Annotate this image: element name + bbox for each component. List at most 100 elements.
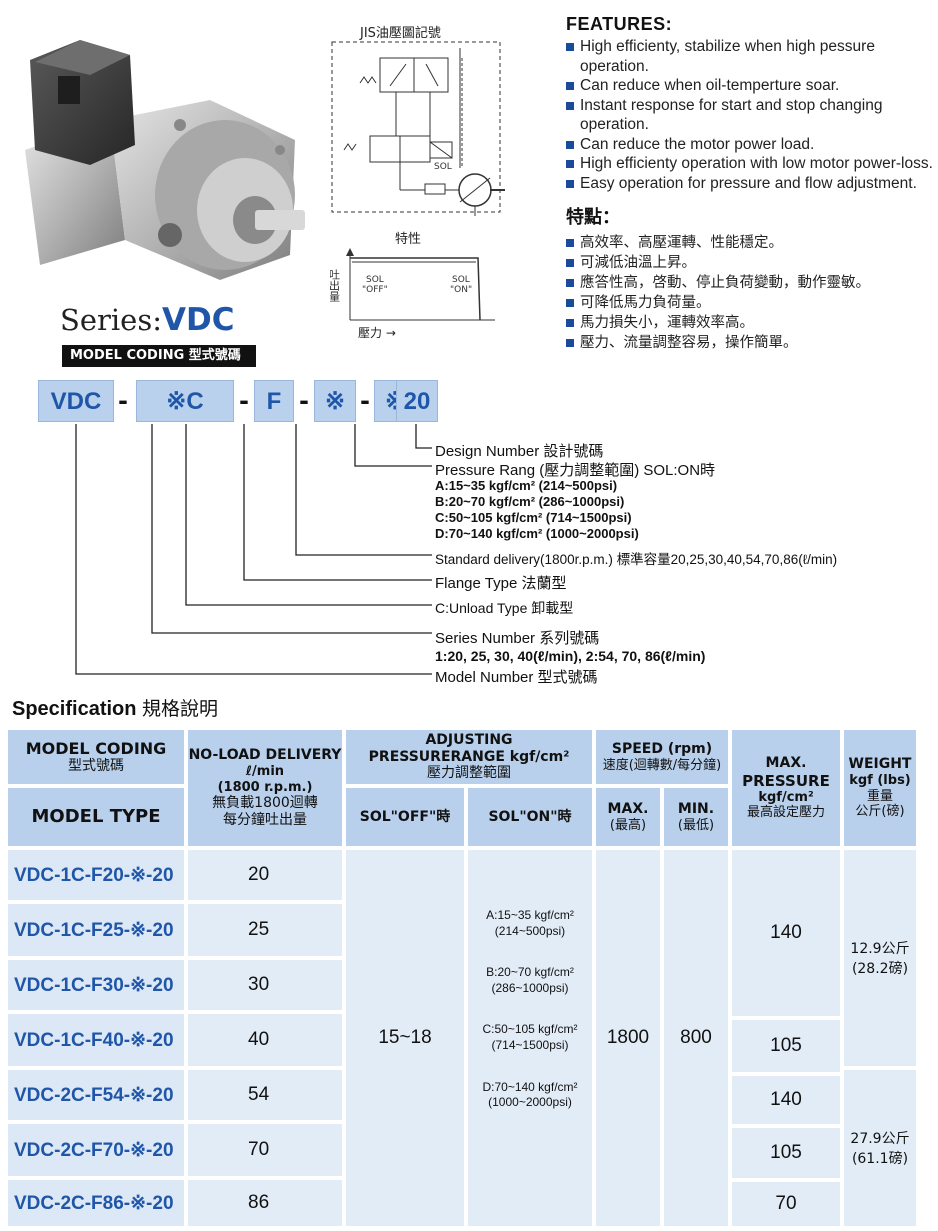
hydraulic-symbol-diagram: SOL bbox=[330, 38, 505, 218]
model-number-text: Model Number 型式號碼 bbox=[435, 669, 598, 686]
feature-item: High efficienty operation with low motor… bbox=[566, 154, 938, 174]
series-detail-text: 1:20, 25, 30, 40(ℓ/min), 2:54, 70, 86(ℓ/… bbox=[435, 648, 706, 664]
series-heading: Series:VDC bbox=[60, 302, 234, 338]
series-number-text: Series Number 系列號碼 bbox=[435, 630, 600, 647]
sol-on-psi-a: (214~500psi) bbox=[494, 923, 566, 938]
cell-speed-min: 800 bbox=[662, 848, 730, 1228]
pump-photo bbox=[20, 30, 320, 290]
code-box-vdc: VDC bbox=[38, 380, 114, 422]
code-dash: - bbox=[239, 387, 249, 415]
features-zh-title: 特點： bbox=[566, 207, 620, 228]
sol-label: SOL bbox=[434, 162, 452, 172]
design-number-text: Design Number 設計號碼 bbox=[435, 443, 604, 460]
cell-max-pressure: 70 bbox=[730, 1180, 842, 1228]
code-dash: - bbox=[360, 387, 370, 415]
sol-on-range-b: B:20~70 kgf/cm² bbox=[486, 965, 574, 980]
table-row-model: VDC-2C-F86-※-20 bbox=[6, 1178, 186, 1228]
code-box-design: 20 bbox=[396, 380, 438, 422]
feature-item: High efficienty, stabilize when high pes… bbox=[566, 37, 938, 76]
chart-sol-on: SOL bbox=[452, 275, 470, 285]
feature-zh-item: 壓力、流量調整容易，操作簡單。 bbox=[566, 333, 938, 353]
chart-sol-on-state: "ON" bbox=[450, 285, 472, 295]
pressure-b-text: B:20~70 kgf/cm² (286~1000psi) bbox=[435, 494, 625, 509]
specification-title-zh: 規格說明 bbox=[142, 698, 219, 720]
chart-sol-off: SOL bbox=[366, 275, 384, 285]
cell-delivery: 54 bbox=[186, 1068, 344, 1122]
header-model-coding: MODEL CODING 型式號碼 bbox=[6, 728, 186, 786]
table-row-model: VDC-2C-F70-※-20 bbox=[6, 1122, 186, 1178]
code-box-flange: F bbox=[254, 380, 294, 422]
cell-delivery: 25 bbox=[186, 902, 344, 958]
header-speed: SPEED (rpm) 速度(迴轉數/每分鐘) bbox=[594, 728, 730, 786]
feature-item: Can reduce the motor power load. bbox=[566, 135, 938, 155]
feature-zh-item: 可減低油溫上昇。 bbox=[566, 253, 938, 273]
unload-type-text: C:Unload Type 卸載型 bbox=[435, 600, 574, 616]
features-title: FEATURES: bbox=[566, 14, 673, 34]
cell-max-pressure: 105 bbox=[730, 1126, 842, 1180]
pressure-a-text: A:15~35 kgf/cm² (214~500psi) bbox=[435, 478, 618, 493]
specification-title: Specification 規格說明 bbox=[12, 698, 219, 720]
feature-item: Instant response for start and stop chan… bbox=[566, 96, 938, 135]
sol-on-psi-c: (714~1500psi) bbox=[491, 1037, 569, 1052]
standard-delivery-text: Standard delivery(1800r.p.m.) 標準容量20,25,… bbox=[435, 552, 838, 567]
chart-y-label: 吐出量 bbox=[330, 269, 341, 302]
feature-item: Easy operation for pressure and flow adj… bbox=[566, 174, 938, 194]
characteristic-chart: 吐出量 SOL "OFF" SOL "ON" 壓力 → bbox=[328, 244, 500, 340]
cell-delivery: 30 bbox=[186, 958, 344, 1012]
jis-symbol-title: JIS油壓圖記號 bbox=[360, 26, 441, 41]
code-box-delivery: ※ bbox=[314, 380, 356, 422]
header-no-load-delivery: NO-LOAD DELIVERY ℓ/min (1800 r.p.m.) 無負載… bbox=[186, 728, 344, 848]
table-row-model: VDC-1C-F25-※-20 bbox=[6, 902, 186, 958]
code-box-unload: ※C bbox=[136, 380, 234, 422]
code-dash: - bbox=[299, 387, 309, 415]
cell-sol-on: A:15~35 kgf/cm² (214~500psi) B:20~70 kgf… bbox=[466, 848, 594, 1228]
feature-item: Can reduce when oil-temperture soar. bbox=[566, 76, 938, 96]
cell-delivery: 70 bbox=[186, 1122, 344, 1178]
sol-on-range-d: D:70~140 kgf/cm² bbox=[482, 1079, 578, 1094]
cell-speed-max: 1800 bbox=[594, 848, 662, 1228]
cell-delivery: 40 bbox=[186, 1012, 344, 1068]
cell-weight-series-1: 12.9公斤 (28.2磅) bbox=[842, 848, 918, 1068]
header-max-pressure: MAX. PRESSURE kgf/cm² 最高設定壓力 bbox=[730, 728, 842, 848]
sol-on-psi-d: (1000~2000psi) bbox=[488, 1095, 572, 1110]
feature-zh-item: 可降低馬力負荷量。 bbox=[566, 293, 938, 313]
table-row-model: VDC-2C-F54-※-20 bbox=[6, 1068, 186, 1122]
feature-zh-item: 應答性高，啓動、停止負荷變動，動作靈敏。 bbox=[566, 273, 938, 293]
cell-max-pressure: 140 bbox=[730, 848, 842, 1018]
model-coding-bar: MODEL CODING 型式號碼 bbox=[62, 345, 256, 367]
cell-delivery: 86 bbox=[186, 1178, 344, 1228]
header-model-type: MODEL TYPE bbox=[6, 786, 186, 848]
header-sol-off: SOL"OFF"時 bbox=[344, 786, 466, 848]
feature-zh-item: 馬力損失小，運轉效率高。 bbox=[566, 313, 938, 333]
specification-table: MODEL CODING 型式號碼 MODEL TYPE NO-LOAD DEL… bbox=[6, 728, 918, 1228]
cell-sol-off: 15~18 bbox=[344, 848, 466, 1228]
header-sol-on: SOL"ON"時 bbox=[466, 786, 594, 848]
features-zh-list: 高效率、高壓運轉、性能穩定。 可減低油溫上昇。 應答性高，啓動、停止負荷變動，動… bbox=[566, 233, 938, 353]
cell-delivery: 20 bbox=[186, 848, 344, 902]
code-dash: - bbox=[118, 387, 128, 415]
series-name: VDC bbox=[161, 302, 235, 338]
features-section: FEATURES: High efficienty, stabilize whe… bbox=[566, 14, 938, 353]
sol-on-range-a: A:15~35 kgf/cm² bbox=[486, 908, 574, 922]
chart-x-label: 壓力 → bbox=[358, 326, 396, 340]
chart-sol-off-state: "OFF" bbox=[362, 285, 388, 295]
cell-weight-series-2: 27.9公斤 (61.1磅) bbox=[842, 1068, 918, 1228]
features-list: High efficienty, stabilize when high pes… bbox=[566, 37, 938, 193]
header-speed-max: MAX. (最高) bbox=[594, 786, 662, 848]
characteristic-title: 特性 bbox=[395, 232, 422, 247]
header-adjusting: ADJUSTING PRESSURERANGE kgf/cm² 壓力調整範圍 bbox=[344, 728, 594, 786]
pressure-c-text: C:50~105 kgf/cm² (714~1500psi) bbox=[435, 510, 632, 525]
flange-type-text: Flange Type 法蘭型 bbox=[435, 575, 567, 592]
cell-max-pressure: 105 bbox=[730, 1018, 842, 1074]
feature-zh-item: 高效率、高壓運轉、性能穩定。 bbox=[566, 233, 938, 253]
sol-on-range-c: C:50~105 kgf/cm² bbox=[482, 1022, 578, 1037]
sol-on-psi-b: (286~1000psi) bbox=[491, 980, 569, 995]
header-speed-min: MIN. (最低) bbox=[662, 786, 730, 848]
table-row-model: VDC-1C-F30-※-20 bbox=[6, 958, 186, 1012]
cell-max-pressure: 140 bbox=[730, 1074, 842, 1126]
pressure-range-text: Pressure Rang (壓力調整範圍) SOL:ON時 bbox=[435, 462, 716, 479]
pressure-d-text: D:70~140 kgf/cm² (1000~2000psi) bbox=[435, 526, 639, 541]
table-row-model: VDC-1C-F40-※-20 bbox=[6, 1012, 186, 1068]
series-prefix: Series: bbox=[60, 303, 162, 337]
header-weight: WEIGHT kgf (lbs) 重量 公斤(磅) bbox=[842, 728, 918, 848]
